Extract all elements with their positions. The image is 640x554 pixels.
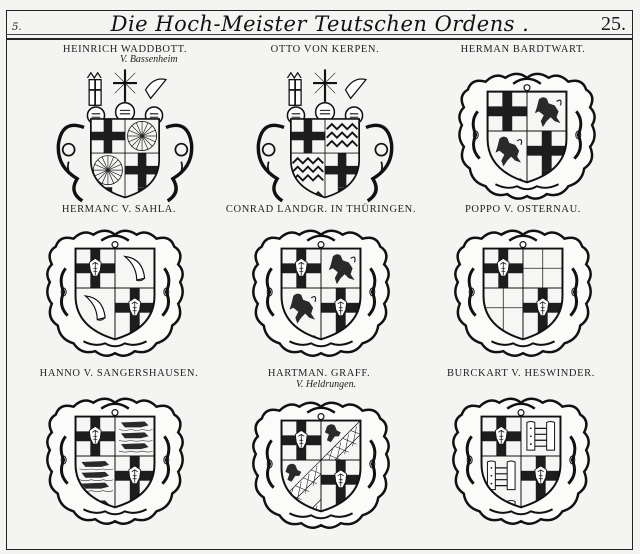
cartouche-coat-of-arms-icon [457,72,597,201]
grandmaster-name: BURCKART V. HESWINDER. [447,368,595,379]
coat-of-arms-5: CONRAD LANDGR. IN THÜRINGEN. [218,204,424,215]
coat-of-arms-1: HEINRICH WADDBOTT. [22,44,228,55]
grandmaster-name: OTTO VON KERPEN. [270,44,380,55]
page-title: Die Hoch-Meister Teutschen Ordens . [110,12,530,36]
coat-of-arms-9: BURCKART V. HESWINDER. [418,368,624,379]
cartouche-coat-of-arms-icon [45,229,185,358]
grandmaster-name: CONRAD LANDGR. IN THÜRINGEN. [225,204,417,215]
coat-of-arms-6: POPPO V. OSTERNAU. [420,204,626,215]
page-marker: 5. [12,22,22,33]
grandmaster-name: HEINRICH WADDBOTT. [62,44,188,55]
grandmaster-subtitle: V. Heldrungen. [296,379,357,390]
grandmaster-subtitle: V. Bassenheim [120,54,178,65]
page-frame [6,10,633,550]
coat-of-arms-4: HERMANC V. SAHLA. [16,204,222,215]
cartouche-coat-of-arms-icon [45,397,185,526]
page-number: 25. [601,13,626,35]
coat-of-arms-7: HANNO V. SANGERSHAUSEN. [16,368,222,379]
helmed-coat-of-arms-icon [56,67,194,203]
coat-of-arms-8: HARTMAN. GRAFF. [216,368,422,379]
helmed-coat-of-arms-icon [256,67,394,203]
grandmaster-name: HARTMAN. GRAFF. [267,368,371,379]
grandmaster-name: POPPO V. OSTERNAU. [464,204,582,215]
cartouche-coat-of-arms-icon [453,229,593,358]
coat-of-arms-3: HERMAN BARDTWART. [420,44,626,55]
cartouche-coat-of-arms-icon [251,229,391,358]
title-band [6,10,633,40]
cartouche-coat-of-arms-icon [251,401,391,530]
grandmaster-name: HERMAN BARDTWART. [460,44,586,55]
coat-of-arms-2: OTTO VON KERPEN. [222,44,428,55]
grandmaster-name: HANNO V. SANGERSHAUSEN. [39,368,199,379]
grandmaster-name: HERMANC V. SAHLA. [61,204,177,215]
cartouche-coat-of-arms-icon [451,397,591,526]
